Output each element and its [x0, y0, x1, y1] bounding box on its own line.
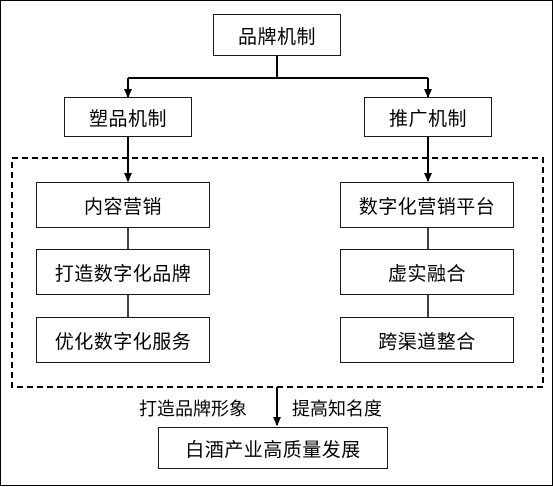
box-left-item-1: 内容营销	[36, 182, 210, 228]
caption-brand-image: 打造品牌形象	[139, 399, 247, 420]
box-right-item-3: 跨渠道整合	[340, 317, 514, 363]
caption-awareness: 提高知名度	[292, 399, 382, 420]
box-left-item-3: 优化数字化服务	[36, 317, 210, 363]
box-brand-mechanism: 品牌机制	[213, 14, 341, 56]
box-right-item-2: 虚实融合	[340, 249, 514, 295]
box-shaping-mechanism: 塑品机制	[64, 97, 192, 137]
box-right-item-1: 数字化营销平台	[340, 182, 514, 228]
box-left-item-2: 打造数字化品牌	[36, 249, 210, 295]
box-baijiu-development: 白酒产业高质量发展	[158, 427, 388, 469]
box-promotion-mechanism: 推广机制	[364, 97, 492, 137]
